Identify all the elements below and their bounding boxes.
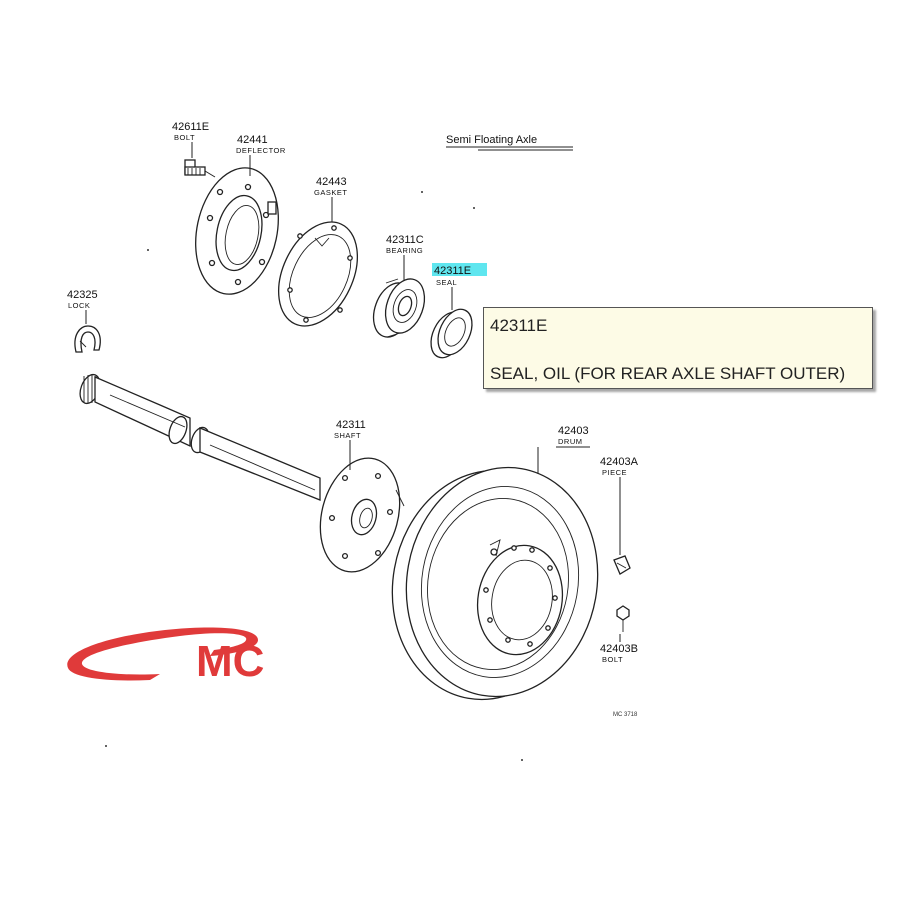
diagram-title: Semi Floating Axle [446, 134, 573, 151]
cmc-logo: MC [67, 627, 264, 686]
part-lock-42325[interactable] [74, 325, 101, 353]
part-piece-42403a[interactable] [613, 555, 631, 575]
diagram-title-text: Semi Floating Axle [446, 134, 537, 146]
tooltip-part-code: 42311E [490, 316, 548, 335]
part-seal-42311e[interactable] [424, 304, 478, 363]
label-42403a[interactable]: 42403A PIECE [600, 456, 639, 555]
highlight-marker [432, 263, 487, 276]
part-name-42441: DEFLECTOR [236, 146, 286, 155]
tooltip-part-description: SEAL, OIL (FOR REAR AXLE SHAFT OUTER) [490, 364, 846, 383]
part-name-42311: SHAFT [334, 431, 361, 440]
part-name-42403: DRUM [558, 437, 583, 446]
part-bolt-42403b[interactable] [616, 605, 630, 632]
label-42311[interactable]: 42311 SHAFT [334, 419, 366, 470]
part-drum-42403[interactable] [374, 452, 615, 714]
label-42443[interactable]: 42443 GASKET [314, 176, 347, 222]
part-name-42311c: BEARING [386, 246, 423, 255]
label-42403[interactable]: 42403 DRUM [537, 425, 590, 474]
part-number-42311: 42311 [336, 419, 366, 431]
part-tooltip: 42311E SEAL, OIL (FOR REAR AXLE SHAFT OU… [483, 307, 873, 389]
figure-code: MC 3718 [613, 712, 638, 718]
part-name-42325: LOCK [68, 301, 90, 310]
part-number-42311e: 42311E [434, 265, 471, 277]
label-42441[interactable]: 42441 DEFLECTOR [236, 134, 286, 176]
part-number-42403: 42403 [558, 425, 589, 437]
part-bearing-42311c[interactable] [367, 274, 432, 343]
part-bolt-42611e[interactable] [184, 159, 216, 178]
part-number-42311c: 42311C [386, 234, 424, 246]
part-deflector-42441[interactable] [185, 160, 290, 302]
part-name-42311e: SEAL [436, 278, 457, 287]
part-name-42403a: PIECE [602, 468, 627, 477]
part-number-42443: 42443 [316, 176, 347, 188]
part-number-42611e: 42611E [172, 121, 209, 133]
part-shaft-42311[interactable] [76, 372, 411, 581]
part-name-42443: GASKET [314, 188, 347, 197]
part-number-42441: 42441 [237, 134, 268, 146]
part-name-42611e: BOLT [174, 133, 195, 142]
part-name-42403b: BOLT [602, 655, 623, 664]
part-number-42325: 42325 [67, 289, 98, 301]
part-number-42403b: 42403B [600, 643, 638, 655]
label-42311e[interactable]: 42311E SEAL [432, 263, 487, 310]
part-number-42403a: 42403A [600, 456, 639, 468]
label-42611e[interactable]: 42611E BOLT [172, 121, 209, 158]
label-42311c[interactable]: 42311C BEARING [386, 234, 424, 280]
label-42403b[interactable]: 42403B BOLT [600, 634, 638, 664]
scan-dots [105, 191, 523, 761]
logo-text: MC [196, 637, 264, 686]
part-gasket-42443[interactable] [263, 209, 373, 338]
logo-swoosh [67, 627, 258, 681]
label-42325[interactable]: 42325 LOCK [67, 289, 98, 324]
